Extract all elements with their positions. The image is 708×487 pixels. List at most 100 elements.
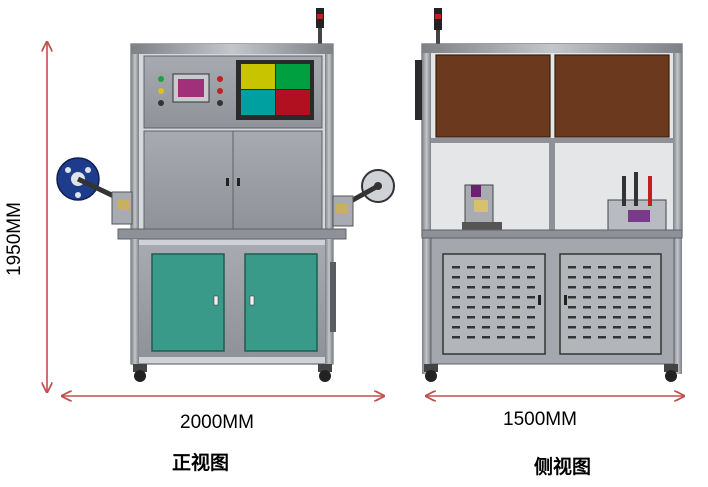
vent-slot bbox=[628, 336, 636, 339]
vent-slot bbox=[568, 266, 576, 269]
vent-slot bbox=[598, 326, 606, 329]
vent-slot bbox=[643, 266, 651, 269]
vent-slot bbox=[628, 326, 636, 329]
vent-slot bbox=[467, 266, 475, 269]
vent-slot bbox=[467, 306, 475, 309]
vent-slot bbox=[583, 306, 591, 309]
perforated-door-right bbox=[559, 253, 662, 355]
right-reel bbox=[332, 169, 395, 227]
signal-tower-side bbox=[434, 8, 442, 44]
vent-slot bbox=[527, 266, 535, 269]
vent-slot bbox=[482, 326, 490, 329]
vent-slot bbox=[613, 266, 621, 269]
vent-slot bbox=[452, 316, 460, 319]
side-view-machine bbox=[415, 8, 683, 382]
front-width-dimension-label: 2000MM bbox=[180, 412, 254, 433]
vent-slot bbox=[497, 276, 505, 279]
signal-tower bbox=[316, 8, 324, 44]
side-width-dimension-label: 1500MM bbox=[503, 409, 577, 430]
vent-slot bbox=[467, 276, 475, 279]
vent-slot bbox=[613, 336, 621, 339]
vent-slot bbox=[568, 286, 576, 289]
vent-slot bbox=[568, 336, 576, 339]
vent-slot bbox=[568, 326, 576, 329]
vent-slot bbox=[452, 266, 460, 269]
perforated-door-left bbox=[442, 253, 546, 355]
hmi-screen bbox=[172, 73, 210, 103]
side-view-caption: 侧视图 bbox=[534, 456, 592, 478]
vent-slot bbox=[527, 326, 535, 329]
vent-slot bbox=[583, 296, 591, 299]
vent-slot bbox=[527, 296, 535, 299]
vent-slot bbox=[583, 286, 591, 289]
vent-slot bbox=[568, 316, 576, 319]
vent-slot bbox=[452, 286, 460, 289]
indicator-lights bbox=[158, 76, 223, 106]
vent-slot bbox=[452, 276, 460, 279]
vent-slot bbox=[497, 326, 505, 329]
vent-slot bbox=[598, 336, 606, 339]
vent-slot bbox=[527, 336, 535, 339]
vent-slot bbox=[512, 306, 520, 309]
vent-slot bbox=[583, 326, 591, 329]
vent-slot bbox=[497, 296, 505, 299]
vent-slot bbox=[512, 336, 520, 339]
vent-slot bbox=[613, 286, 621, 289]
vent-slot bbox=[583, 276, 591, 279]
left-reel bbox=[56, 157, 133, 225]
vent-slot bbox=[497, 266, 505, 269]
vent-slot bbox=[643, 326, 651, 329]
monitor bbox=[236, 60, 314, 120]
vent-slot bbox=[527, 316, 535, 319]
vent-slot bbox=[482, 316, 490, 319]
vent-slot bbox=[643, 296, 651, 299]
vent-slot bbox=[628, 286, 636, 289]
vent-slot bbox=[497, 316, 505, 319]
vent-slot bbox=[467, 286, 475, 289]
vent-slot bbox=[643, 336, 651, 339]
vent-slot bbox=[613, 276, 621, 279]
vent-slot bbox=[628, 306, 636, 309]
vent-slot bbox=[482, 306, 490, 309]
vent-slot bbox=[598, 276, 606, 279]
vent-holes bbox=[452, 266, 651, 339]
front-view-machine bbox=[56, 8, 395, 382]
vent-slot bbox=[613, 296, 621, 299]
vent-slot bbox=[452, 326, 460, 329]
vent-slot bbox=[527, 306, 535, 309]
vent-slot bbox=[452, 336, 460, 339]
vent-slot bbox=[512, 326, 520, 329]
vent-slot bbox=[598, 296, 606, 299]
vent-slot bbox=[598, 266, 606, 269]
vent-slot bbox=[467, 336, 475, 339]
vent-slot bbox=[497, 336, 505, 339]
vent-slot bbox=[512, 316, 520, 319]
vent-slot bbox=[598, 316, 606, 319]
vent-slot bbox=[482, 276, 490, 279]
height-dimension-label: 1950MM bbox=[4, 202, 25, 276]
vent-slot bbox=[643, 316, 651, 319]
vent-slot bbox=[452, 306, 460, 309]
vent-slot bbox=[583, 336, 591, 339]
vent-slot bbox=[497, 306, 505, 309]
vent-slot bbox=[583, 316, 591, 319]
vent-slot bbox=[613, 316, 621, 319]
vent-slot bbox=[482, 266, 490, 269]
vent-slot bbox=[628, 316, 636, 319]
vent-slot bbox=[568, 276, 576, 279]
vent-slot bbox=[467, 296, 475, 299]
vent-slot bbox=[482, 286, 490, 289]
vent-slot bbox=[568, 296, 576, 299]
vent-slot bbox=[568, 306, 576, 309]
vent-slot bbox=[452, 296, 460, 299]
vent-slot bbox=[527, 276, 535, 279]
vent-slot bbox=[512, 286, 520, 289]
vent-slot bbox=[643, 276, 651, 279]
vent-slot bbox=[598, 286, 606, 289]
vent-slot bbox=[613, 326, 621, 329]
vent-slot bbox=[643, 286, 651, 289]
vent-slot bbox=[467, 326, 475, 329]
vent-slot bbox=[613, 306, 621, 309]
vent-slot bbox=[512, 276, 520, 279]
